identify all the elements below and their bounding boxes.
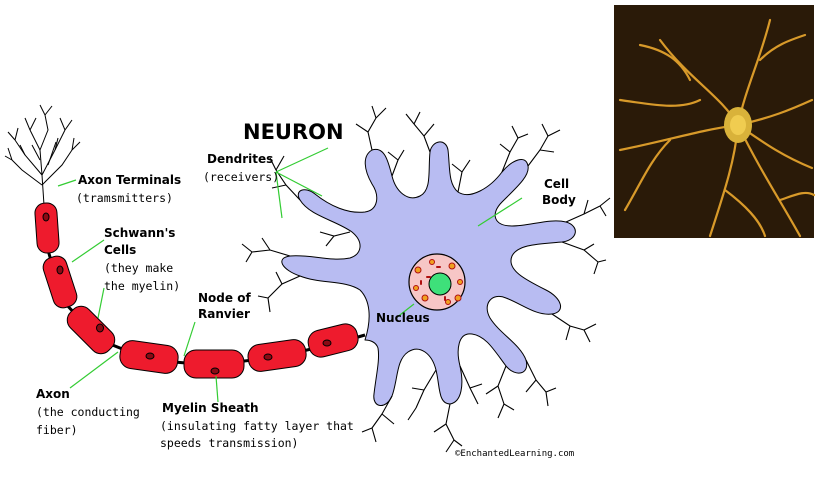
myelin-desc1: (insulating fatty layer that [160,419,354,433]
label-schwann-cells: Schwann's Cells (they make the myelin) [104,226,180,293]
node-line1: Node of [198,291,251,305]
label-myelin-sheath: Myelin Sheath (insulating fatty layer th… [160,401,354,450]
node-line2: Ranvier [198,307,250,321]
schwann-line2: Cells [104,243,136,257]
axon-desc2: fiber) [36,423,78,437]
diagram-title: NEURON [243,120,344,144]
schwann-desc2: the myelin) [104,279,180,293]
label-node-of-ranvier: Node of Ranvier [198,291,251,321]
axon-terminals-name: Axon Terminals [78,173,181,187]
myelin-sheath [34,202,359,379]
credit-text: ©EnchantedLearning.com [455,449,574,459]
axon-terminals-desc: (tramsmitters) [76,191,173,205]
neuron-micrograph [614,5,816,238]
label-nucleus: Nucleus [376,311,430,325]
schwann-line1: Schwann's [104,226,175,240]
nucleus [408,253,466,311]
axon-desc1: (the conducting [36,405,140,419]
cell-body [241,105,611,453]
leader-lines [57,147,523,403]
label-axon: Axon (the conducting fiber) [36,387,140,437]
myelin-name: Myelin Sheath [162,401,259,415]
dendrites-desc: (receivers) [203,170,279,184]
dendrites-name: Dendrites [207,152,273,166]
myelin-desc2: speeds transmission) [160,436,298,450]
axon-terminals [4,104,81,206]
label-axon-terminals: Axon Terminals (tramsmitters) [76,173,181,205]
label-dendrites: Dendrites (receivers) [203,152,279,184]
axon-name: Axon [36,387,70,401]
schwann-desc1: (they make [104,261,173,275]
label-cell-body: Cell Body [542,177,576,207]
cell-body-line1: Cell [544,177,569,191]
cell-body-line2: Body [542,193,576,207]
